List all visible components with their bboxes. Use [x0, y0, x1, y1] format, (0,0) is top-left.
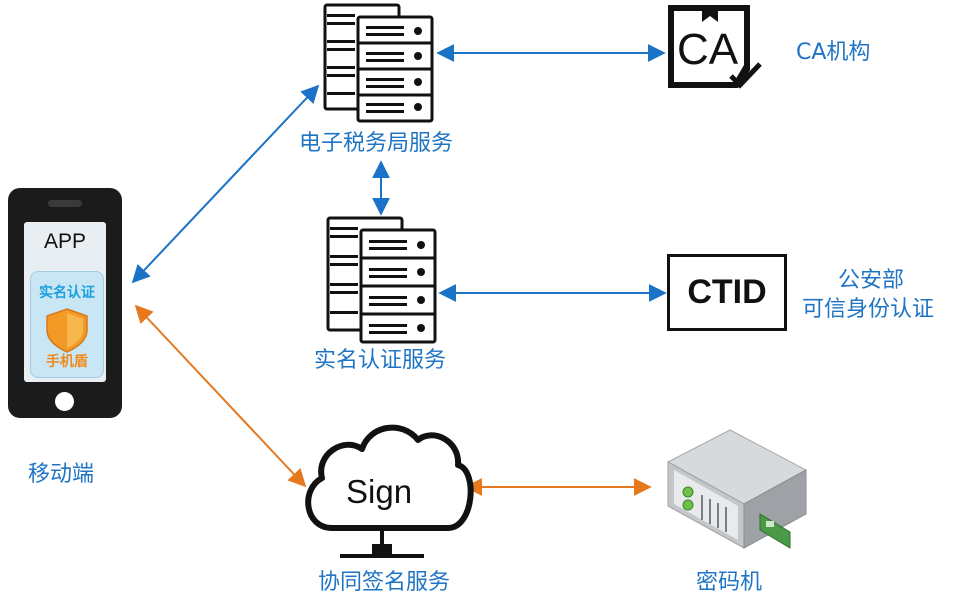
ctid-label-line2: 可信身份认证	[802, 297, 935, 322]
ca-label: CA机构	[796, 40, 871, 65]
ca-icon-text: CA	[677, 25, 739, 74]
mobile-phone-icon: APP 实名认证 手机盾	[8, 188, 122, 418]
mobile-label: 移动端	[28, 462, 95, 487]
arrow-mobile-sign	[134, 304, 307, 488]
ctid-label-line1: 公安部	[838, 268, 905, 293]
hsm-label: 密码机	[696, 570, 763, 595]
phone-speaker	[48, 200, 82, 207]
tax-server-label: 电子税务局服务	[299, 131, 454, 156]
app-title: APP	[43, 230, 87, 253]
badge-title: 实名认证	[39, 285, 95, 301]
sign-cloud-text: Sign	[346, 473, 413, 510]
realname-badge: 实名认证 手机盾	[30, 271, 104, 378]
phone-screen: APP 实名认证 手机盾	[24, 222, 106, 382]
home-button-icon	[55, 392, 74, 411]
sign-service-label: 协同签名服务	[318, 570, 451, 595]
shield-icon	[46, 308, 88, 353]
badge-subtitle: 手机盾	[46, 354, 88, 370]
realname-server-label: 实名认证服务	[314, 348, 447, 373]
arrow-mobile-tax	[131, 84, 320, 284]
ctid-box: CTID	[667, 254, 787, 331]
ctid-text: CTID	[687, 273, 767, 311]
